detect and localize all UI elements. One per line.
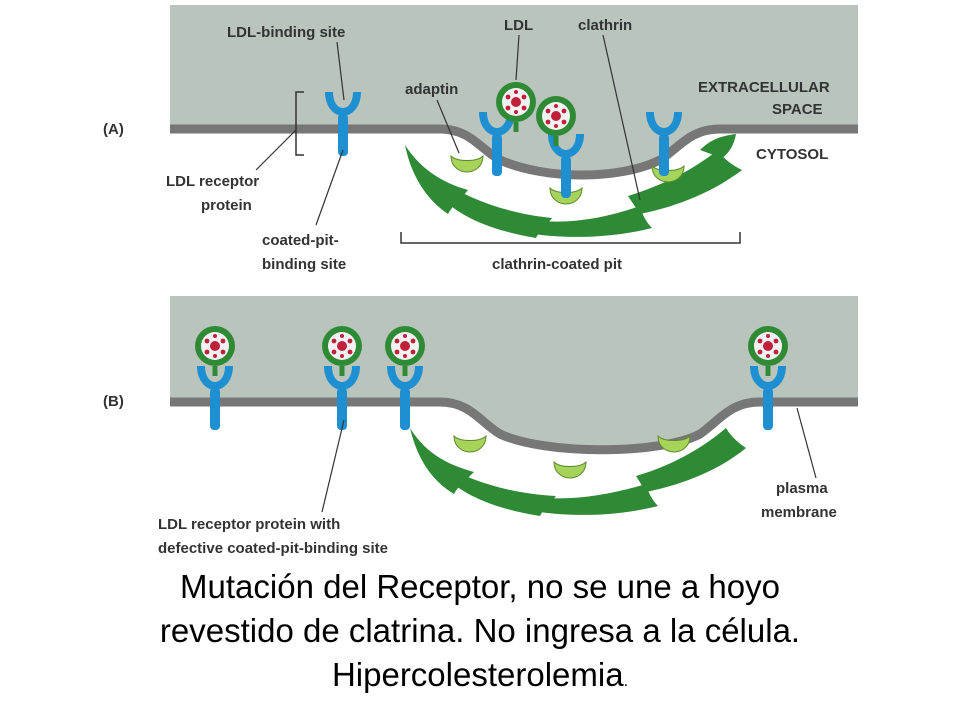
adaptin-label: adaptin [405,81,458,98]
panel-a: (A) LDL-binding site LDL clathrin adapti… [103,5,858,273]
adaptin-b1 [453,435,487,453]
caption-line-2: revestido de clatrina. No ingresa a la c… [159,612,801,649]
leader-lines-b [321,407,817,513]
coated-pit-label-1: coated-pit- [262,232,339,249]
leader-lines-a [255,34,641,226]
receptor-label-2: protein [201,197,252,214]
adaptin-1 [450,155,484,173]
receptor-label-1: LDL receptor [166,173,259,190]
clathrin-coat-b [410,428,746,516]
ldl-label: LDL [504,17,533,34]
caption: Mutación del Receptor, no se une a hoyo … [0,565,960,704]
caption-line-1: Mutación del Receptor, no se une a hoyo [180,568,780,605]
defective-receptor-label-2: defective coated-pit-binding site [158,540,388,557]
plasma-membrane-a [170,124,858,180]
plasma-membrane-b [170,397,858,455]
clathrin-label: clathrin [578,17,632,34]
plasma-membrane-label-1: plasma [776,480,828,497]
receptor-bracket [295,91,304,156]
ldl-receptor-diagram: (A) LDL-binding site LDL clathrin adapti… [103,5,858,557]
extracellular-label-1: EXTRACELLULAR [698,79,830,96]
coated-pit-label-2: binding site [262,256,346,273]
clathrin-coated-pit-label: clathrin-coated pit [492,256,622,273]
panel-a-tag: (A) [103,121,124,138]
panel-b: (B) plasma membrane LDL receptor protein… [103,296,858,557]
pit-bracket [400,232,741,244]
plasma-membrane-label-2: membrane [761,504,837,521]
caption-line-3-text: Hipercolesterolemia [331,656,624,693]
ldl-binding-site-label: LDL-binding site [227,24,345,41]
panel-b-tag: (B) [103,393,124,410]
defective-receptor-label-1: LDL receptor protein with [158,516,340,533]
caption-line-3: Hipercolesterolemia. [0,653,960,704]
clathrin-coat-a [405,134,742,238]
caption-period: . [623,673,629,690]
extracellular-label-2: SPACE [772,101,823,118]
adaptin-b2 [553,461,587,479]
cytosol-label: CYTOSOL [756,146,828,163]
